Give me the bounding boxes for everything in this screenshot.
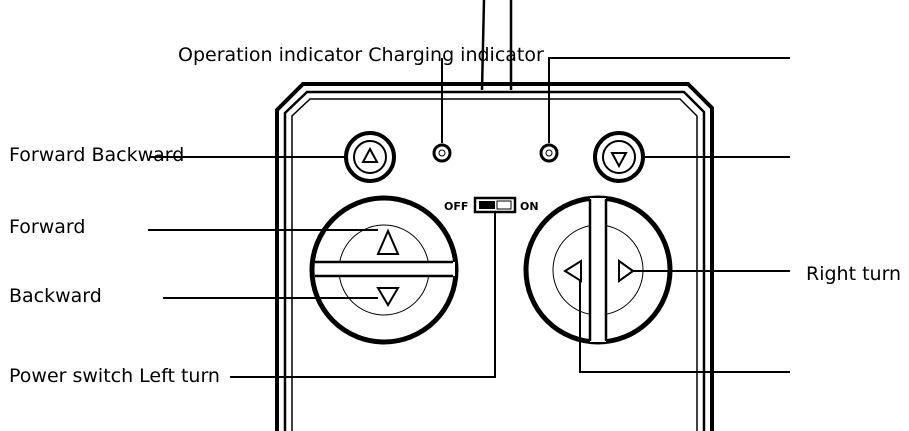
forward-label: Forward	[9, 216, 86, 238]
up-arrow-icon	[361, 146, 379, 163]
forward-arrow-icon	[376, 228, 400, 255]
forward-backward-button[interactable]	[344, 131, 396, 183]
switch-on-label: ON	[520, 200, 539, 213]
power-switch[interactable]	[473, 196, 517, 214]
leader-lines	[148, 57, 790, 378]
right-turn-label: Right turn	[806, 263, 902, 285]
operation-charging-indicator-label: Operation indicator Charging indicator	[178, 44, 544, 66]
right-turn-arrow-icon	[618, 259, 635, 283]
down-arrow-icon	[610, 152, 628, 169]
switch-off-label: OFF	[444, 200, 468, 213]
right-dial[interactable]	[523, 195, 673, 345]
cable	[480, 0, 513, 91]
controller-body	[275, 82, 714, 431]
forward-backward-label: Forward Backward	[9, 144, 185, 166]
left-turn-arrow-icon	[563, 259, 582, 283]
operation-indicator-led	[432, 143, 452, 163]
power-switch-left-turn-label: Power switch Left turn	[9, 365, 220, 387]
backward-arrow-icon	[376, 287, 400, 307]
charging-indicator-led	[539, 143, 559, 163]
backward-label: Backward	[9, 285, 102, 307]
left-dial[interactable]	[309, 195, 459, 345]
top-right-button[interactable]	[593, 131, 645, 183]
